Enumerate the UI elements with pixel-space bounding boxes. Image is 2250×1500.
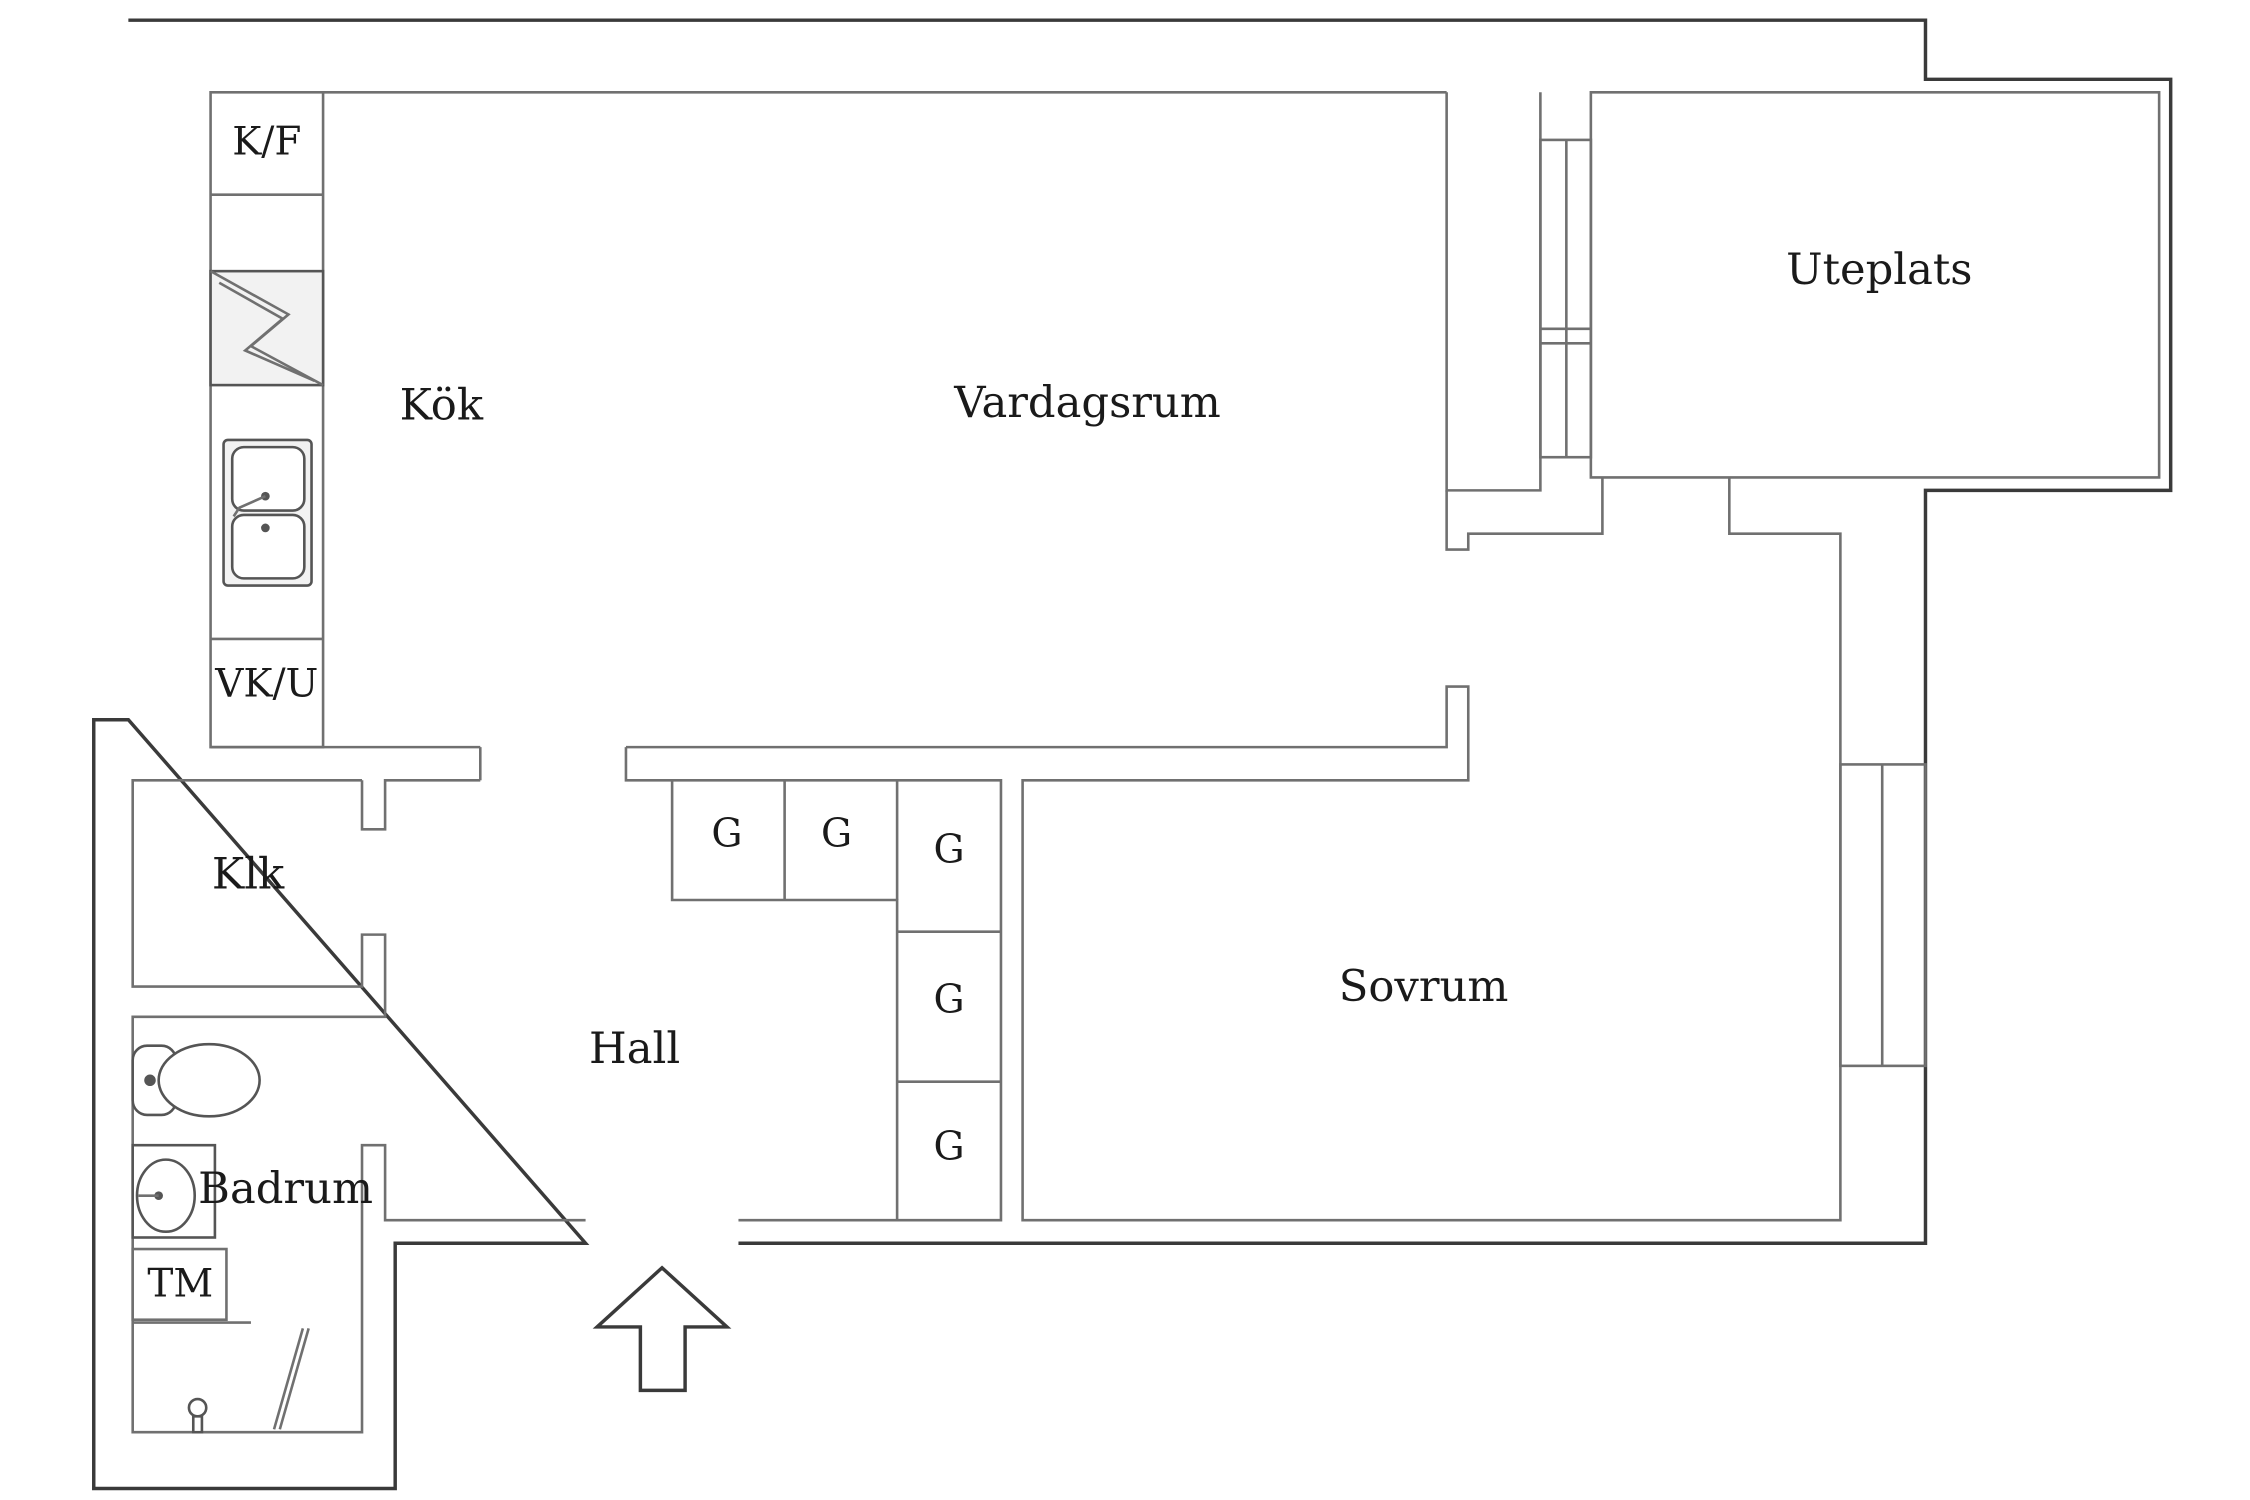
stove-icon xyxy=(209,269,325,387)
room-label-kok: Kök xyxy=(400,381,484,431)
wardrobe-label: G xyxy=(933,1125,964,1170)
room-label-badrum: Badrum xyxy=(198,1164,373,1214)
wardrobe-label: G xyxy=(933,828,964,873)
room-label-vardagsrum: Vardagsrum xyxy=(953,378,1221,428)
appliance-label-tm: TM xyxy=(147,1262,213,1307)
room-label-klk: Klk xyxy=(212,849,285,899)
kitchen-counter xyxy=(209,91,325,749)
room-label-uteplats: Uteplats xyxy=(1786,245,1972,295)
wardrobe-label: G xyxy=(711,812,742,857)
washing-machine xyxy=(131,1247,228,1322)
wardrobe-label: G xyxy=(821,812,852,857)
klk-walls xyxy=(131,778,586,1434)
kitchen-hall-wall xyxy=(625,477,1842,1222)
toilet-icon xyxy=(131,1042,261,1118)
living-window xyxy=(1539,138,1593,459)
outer-wall xyxy=(92,18,2173,1491)
living-wall-stub xyxy=(1445,477,1604,551)
bedroom-window xyxy=(1839,763,1927,1068)
room-label-hall: Hall xyxy=(589,1024,680,1074)
entrance-arrow-icon xyxy=(592,1265,732,1393)
washbasin-icon xyxy=(131,1143,217,1239)
appliance-label-kf: K/F xyxy=(232,119,301,164)
room-label-sovrum: Sovrum xyxy=(1339,962,1509,1012)
appliance-label-vku: VK/U xyxy=(214,662,318,707)
sink-icon xyxy=(222,438,313,587)
shower-icon xyxy=(187,1328,310,1434)
wardrobe-label: G xyxy=(933,978,964,1023)
